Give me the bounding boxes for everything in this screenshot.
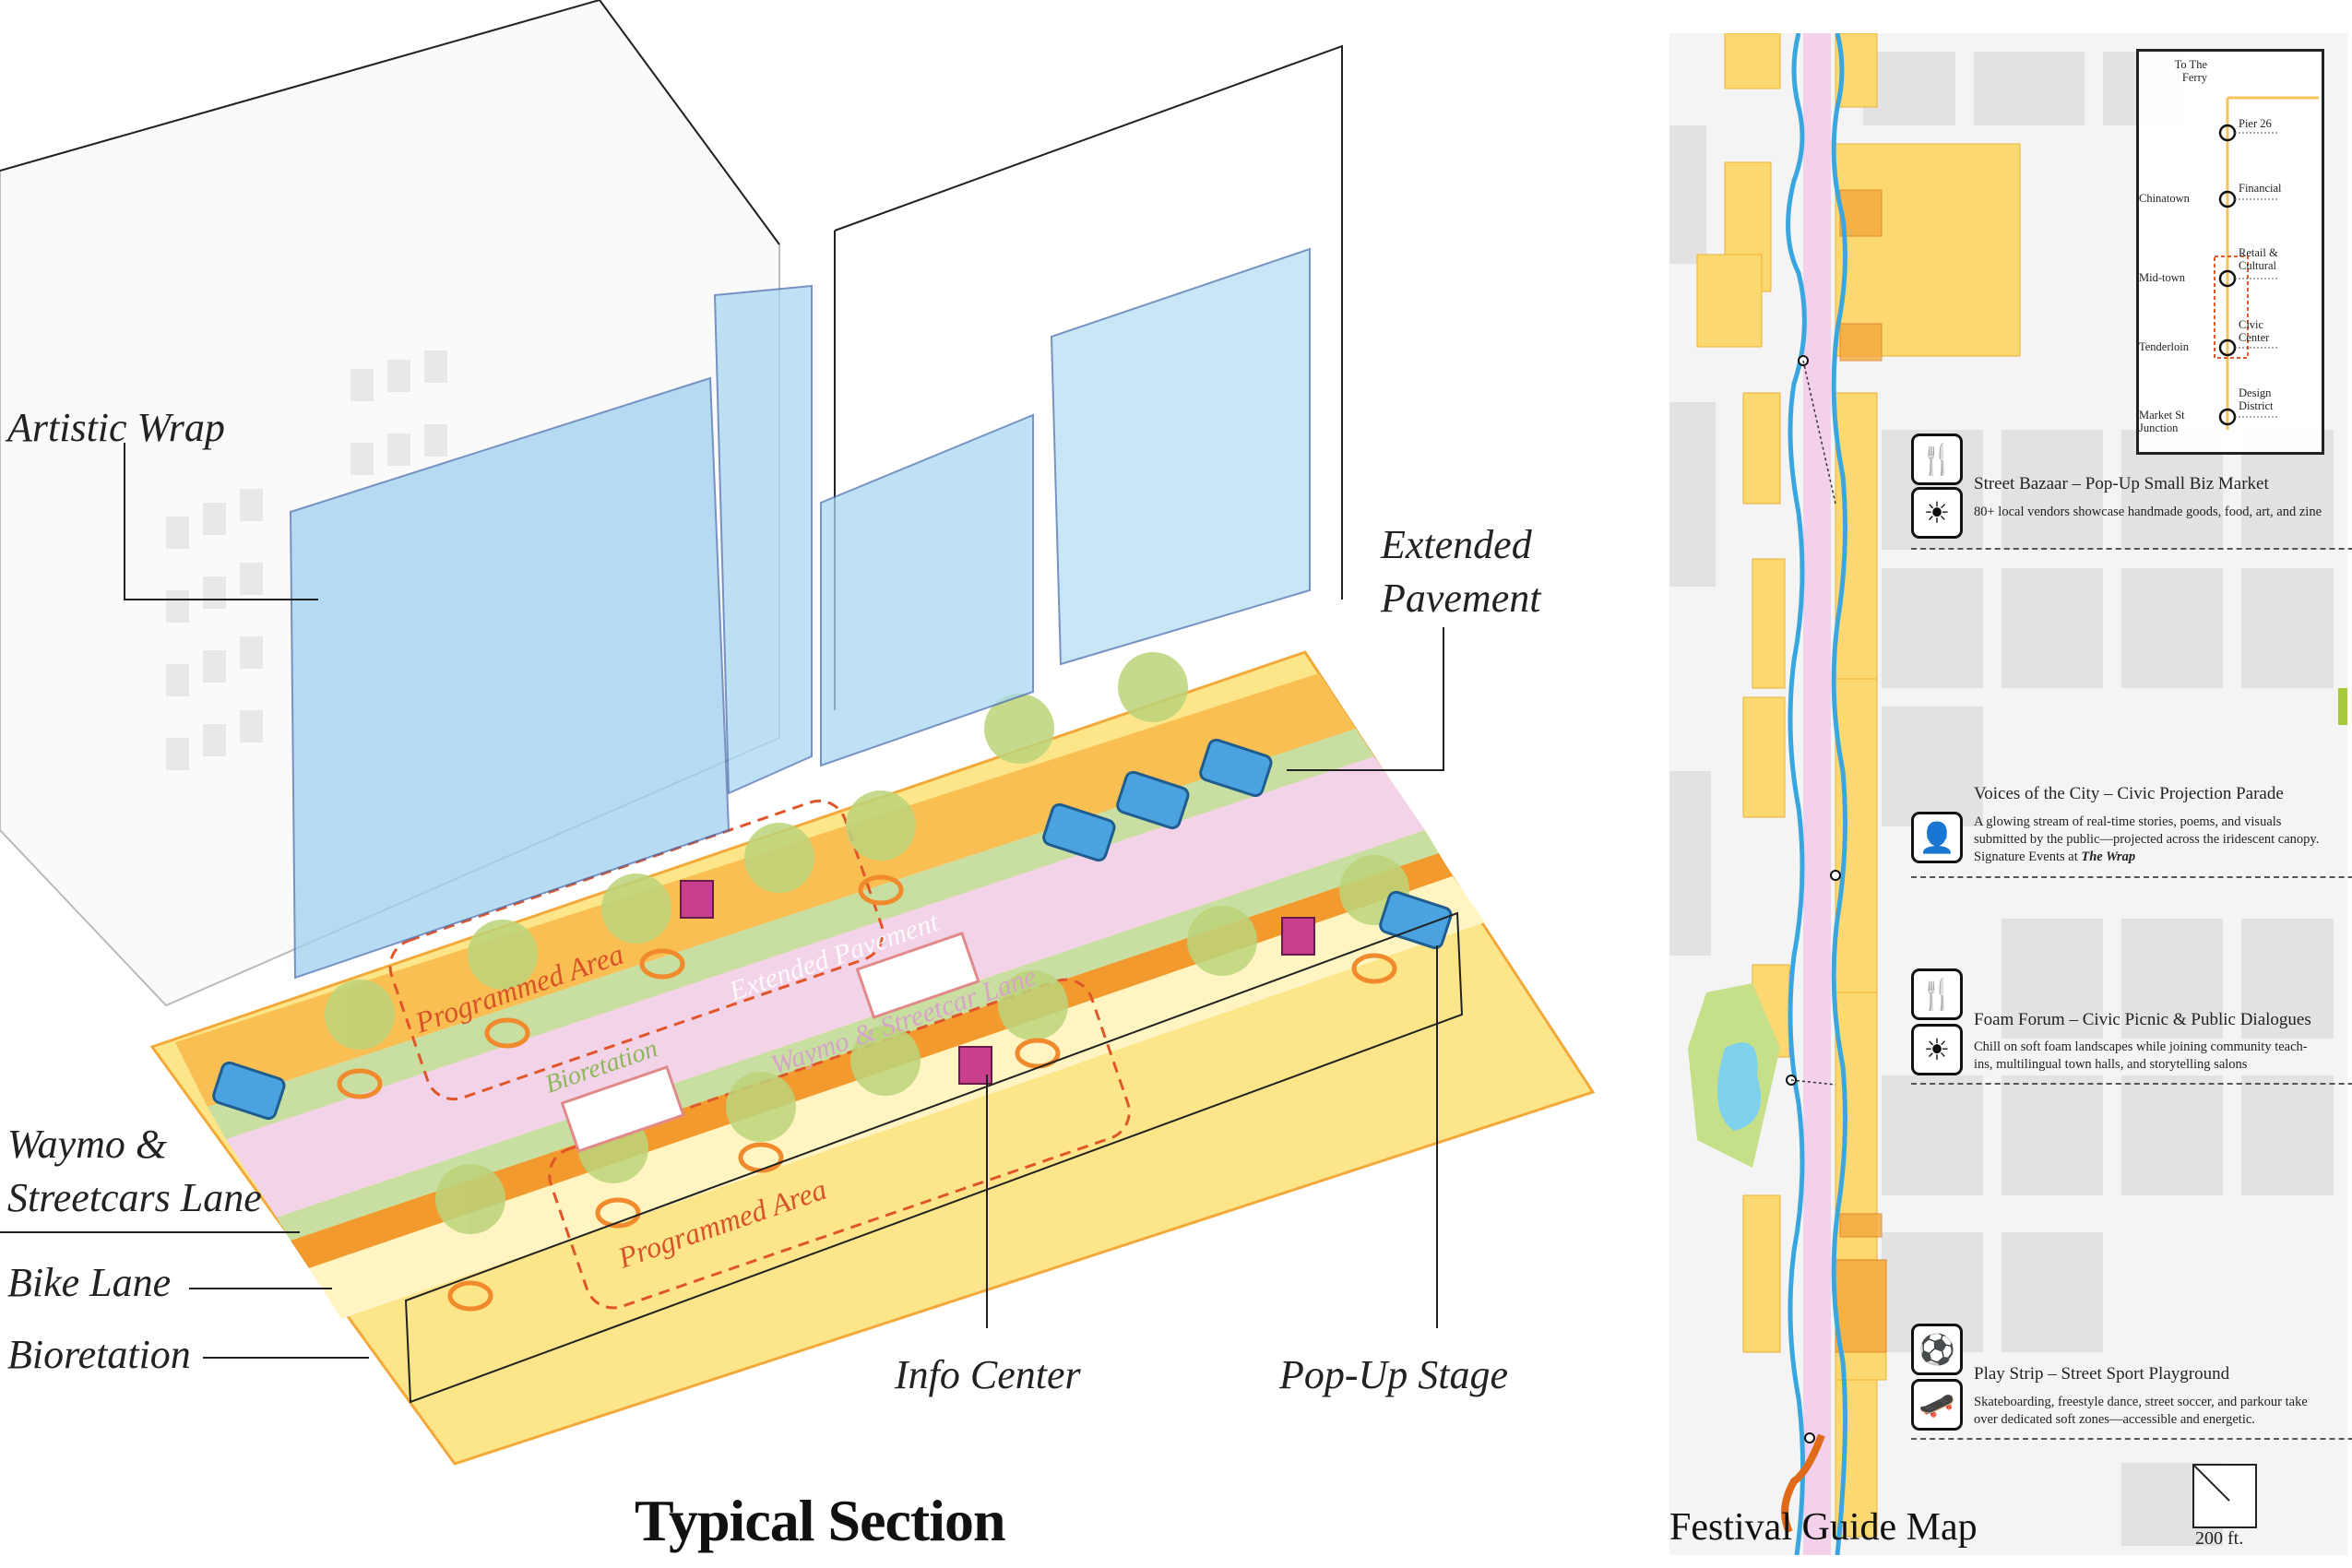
divider xyxy=(1911,1083,2352,1085)
tree-planters xyxy=(337,874,1397,1312)
inset-label-civic-center: Civic Center xyxy=(2239,318,2270,344)
divider xyxy=(1911,876,2352,878)
section-title: Typical Section xyxy=(635,1488,1006,1553)
hatched-plazas xyxy=(1835,189,1887,1353)
lounger-sun-icon: ☀ xyxy=(1911,487,1963,539)
label-waymo-line1: Waymo & xyxy=(7,1122,168,1167)
scale-diagonal xyxy=(2193,1465,2230,1502)
streetcars xyxy=(560,932,980,1153)
inset-label-design-district: Design District xyxy=(2239,386,2274,412)
inset-label-tenderloin: Tenderloin xyxy=(2139,340,2189,353)
city-blocks xyxy=(1669,52,2334,1546)
event-title: Play Strip – Street Sport Playground xyxy=(1974,1364,2230,1384)
streetcar-lane xyxy=(226,756,1425,1218)
inset-label-midtown: Mid-town xyxy=(2139,271,2185,284)
utensils-icon: 🍴 xyxy=(1911,434,1963,485)
inset-label-to-the-ferry: To The Ferry xyxy=(2174,58,2207,84)
skateboarder-icon: 🛹 xyxy=(1911,1379,1963,1431)
event-description: Chill on soft foam landscapes while join… xyxy=(1974,1039,2308,1072)
leader-lines xyxy=(0,443,1444,1359)
utensils-icon: 🍴 xyxy=(1911,968,1963,1020)
isometric-section-diagram: Programmed Area Extended Pavement Bioret… xyxy=(0,0,1596,1466)
label-artistic-wrap: Artistic Wrap xyxy=(7,405,225,450)
label-bioretation: Bioretation xyxy=(7,1332,191,1377)
map-leader-lines xyxy=(1790,360,1836,1086)
label-waymo-line2: Streetcars Lane xyxy=(7,1175,262,1220)
label-extended-pavement-line1: Extended xyxy=(1381,522,1532,567)
festival-buildings xyxy=(1696,33,2021,1538)
inset-label-pier-26: Pier 26 xyxy=(2239,117,2272,130)
event-description: A glowing stream of real-time stories, p… xyxy=(1974,814,2324,866)
divider xyxy=(1911,548,2352,550)
label-bike-lane: Bike Lane xyxy=(7,1260,172,1305)
label-popup-stage: Pop-Up Stage xyxy=(1279,1352,1509,1397)
info-centers xyxy=(680,880,1315,1085)
scale-box xyxy=(2192,1464,2257,1528)
inset-label-financial: Financial xyxy=(2239,182,2282,195)
festival-street xyxy=(1803,33,1831,1555)
label-info-center: Info Center xyxy=(895,1352,1081,1397)
event-title: Street Bazaar – Pop-Up Small Biz Market xyxy=(1974,474,2269,493)
route-inset-map: To The Ferry Pier 26 Chinatown Financial… xyxy=(2136,49,2324,455)
inset-label-chinatown: Chinatown xyxy=(2139,192,2190,205)
event-title: Foam Forum – Civic Picnic & Public Dialo… xyxy=(1974,1010,2311,1029)
popup-stages xyxy=(212,738,1453,1121)
play-strip-path xyxy=(1781,1433,1825,1534)
label-extended-pavement-line2: Pavement xyxy=(1381,576,1541,621)
artistic-wrap-panels xyxy=(289,247,1311,980)
extended-pavement-strip xyxy=(175,673,1356,1107)
sidewalk-strip xyxy=(309,876,1485,1319)
foam-landscape-blue xyxy=(1717,1042,1762,1131)
programmed-area-lower xyxy=(548,978,1131,1310)
map-title: Festival Guide Map xyxy=(1669,1506,1978,1549)
speaker-podium-icon: 👤 xyxy=(1911,812,1963,863)
building-windows xyxy=(166,350,447,770)
trees xyxy=(325,652,1409,1234)
inset-label-retail-cultural: Retail & Cultural xyxy=(2239,246,2278,272)
bioswale-edges xyxy=(1786,33,1847,1555)
divider xyxy=(1911,1438,2352,1440)
inset-route-line xyxy=(2214,96,2319,430)
event-description-text: A glowing stream of real-time stories, p… xyxy=(1974,814,2320,864)
inset-label-market-st-junction: Market St Junction xyxy=(2139,409,2185,434)
soccer-ball-icon: ⚽ xyxy=(1911,1324,1963,1375)
event-emphasis: The Wrap xyxy=(2081,849,2136,864)
green-patch xyxy=(2338,688,2347,725)
lounger-sun-icon: ☀ xyxy=(1911,1024,1963,1075)
section-cut-box xyxy=(404,911,1464,1404)
event-description: Skateboarding, freestyle dance, street s… xyxy=(1974,1395,2308,1427)
bike-lane-strip xyxy=(277,830,1439,1241)
scale-label: 200 ft. xyxy=(2195,1528,2244,1549)
event-description: 80+ local vendors showcase handmade good… xyxy=(1974,505,2322,519)
event-title: Voices of the City – Civic Projection Pa… xyxy=(1974,784,2284,803)
